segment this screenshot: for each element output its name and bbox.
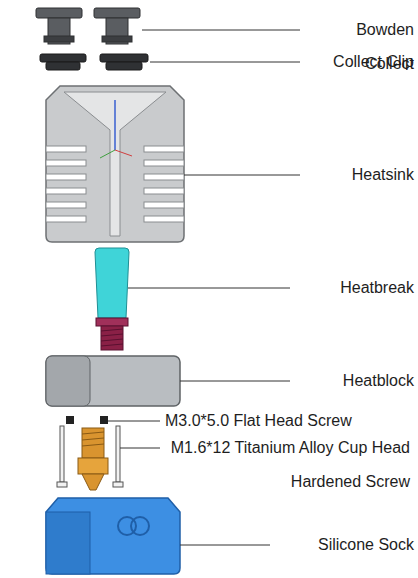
- part-label: Heatblock: [296, 364, 414, 398]
- heatbreak: [95, 248, 129, 350]
- part-label: M1.6*12 Titanium Alloy Cup Head Hardened…: [165, 431, 410, 499]
- heatblock: [46, 356, 180, 406]
- collet-clip: [40, 54, 148, 70]
- part-label: M3.0*5.0 Flat Head Screw: [165, 404, 414, 438]
- part-label: Collect Clip: [306, 45, 414, 79]
- bowden-collet: [36, 8, 140, 44]
- part-label: Heatsink: [306, 158, 414, 192]
- silicone-sock: [46, 498, 180, 574]
- part-label: Heatbreak: [296, 271, 414, 305]
- part-label: Bowden Collect: [306, 13, 414, 81]
- screws-nozzle: [57, 416, 123, 490]
- heatsink: [46, 86, 184, 242]
- part-label: Silicone Sock: [276, 528, 414, 562]
- leader-line: [108, 30, 300, 545]
